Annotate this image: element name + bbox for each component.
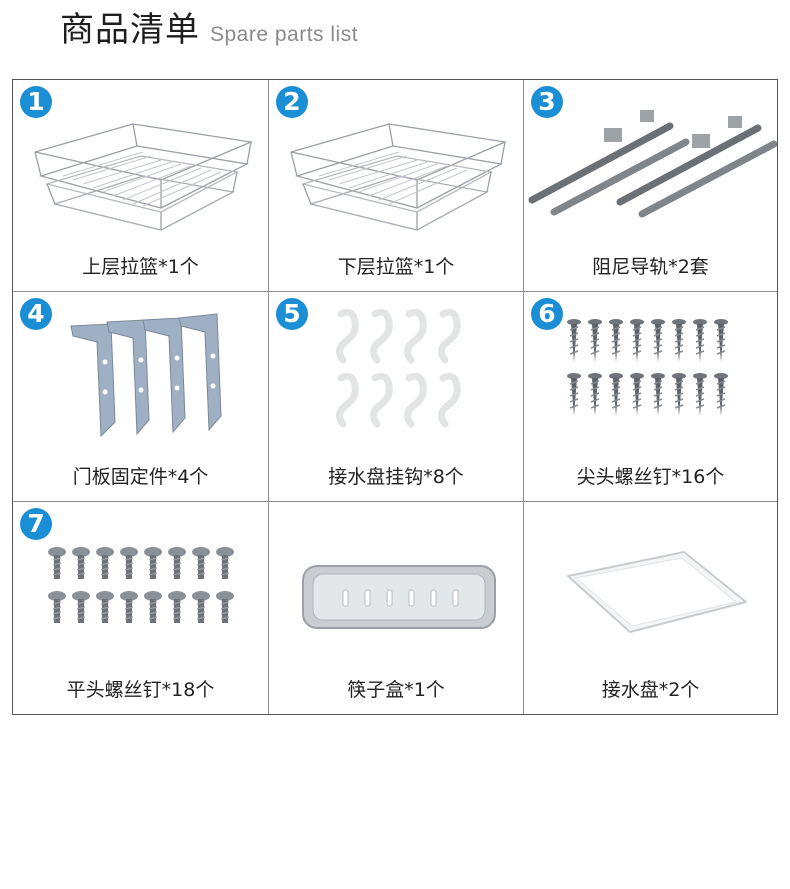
flat-screw (192, 547, 210, 579)
flat-screw (216, 591, 234, 623)
flat-screw-icon (48, 547, 234, 623)
flat-screw (72, 591, 90, 623)
pointed-screw (651, 373, 665, 416)
pointed-screw (693, 373, 707, 416)
item-label: 接水盘*2个 (601, 679, 700, 701)
flat-screw (48, 591, 66, 623)
flat-screw (96, 591, 114, 623)
pointed-screw (693, 319, 707, 362)
flat-screw (216, 547, 234, 579)
parts-grid: 1 上层拉篮*1个 2 下层拉篮*1个 (12, 79, 778, 715)
item-number-badge: 5 (276, 298, 308, 330)
pointed-screw (567, 373, 581, 416)
part-cell-upper-basket: 1 上层拉篮*1个 (13, 80, 269, 292)
hook-icon (336, 308, 461, 428)
part-cell-flat-screw: 7 平头螺丝钉*18个 (13, 502, 269, 714)
item-label: 筷子盒*1个 (347, 679, 445, 701)
pointed-screw (609, 319, 623, 362)
part-cell-drip-tray: 接水盘*2个 (524, 502, 777, 714)
page-header: 商品清单 Spare parts list (60, 2, 359, 50)
item-number-badge: 7 (20, 508, 52, 540)
drip-tray-icon (567, 551, 747, 633)
pointed-screw (630, 319, 644, 362)
pointed-screw (651, 319, 665, 362)
flat-screw (144, 547, 162, 579)
item-number-badge: 6 (531, 298, 563, 330)
part-cell-pointed-screw: 6 尖头螺丝钉*16个 (524, 292, 777, 502)
item-label: 阻尼导轨*2套 (592, 256, 709, 278)
pointed-screw-icon (567, 319, 728, 416)
lower-basket-icon (290, 123, 508, 231)
pointed-screw (672, 319, 686, 362)
part-cell-chopstick-box: 筷子盒*1个 (269, 502, 524, 714)
item-label: 尖头螺丝钉*16个 (576, 466, 725, 488)
pointed-screw (714, 373, 728, 416)
page-subtitle: Spare parts list (210, 23, 359, 46)
item-label: 接水盘挂钩*8个 (328, 466, 464, 488)
door-bracket-icon (70, 313, 222, 438)
flat-screw (192, 591, 210, 623)
flat-screw (144, 591, 162, 623)
item-number-badge: 2 (276, 86, 308, 118)
item-label: 下层拉篮*1个 (337, 256, 455, 278)
damping-rail-icon (528, 110, 777, 218)
flat-screw (120, 547, 138, 579)
pointed-screw (714, 319, 728, 362)
flat-screw (168, 547, 186, 579)
part-cell-hook: 5 接水盘挂钩*8个 (269, 292, 524, 502)
flat-screw (96, 547, 114, 579)
item-label: 门板固定件*4个 (72, 466, 209, 488)
pointed-screw (567, 319, 581, 362)
pointed-screw (672, 373, 686, 416)
item-number-badge: 3 (531, 86, 563, 118)
flat-screw (48, 547, 66, 579)
part-cell-door-bracket: 4 门板固定件*4个 (13, 292, 269, 502)
item-label: 平头螺丝钉*18个 (66, 679, 215, 701)
item-number-badge: 1 (20, 86, 52, 118)
page-title: 商品清单 (60, 10, 200, 50)
item-number-badge: 4 (20, 298, 52, 330)
pointed-screw (630, 373, 644, 416)
flat-screw (168, 591, 186, 623)
pointed-screw (588, 373, 602, 416)
pointed-screw (588, 319, 602, 362)
upper-basket-icon (34, 123, 254, 231)
flat-screw (72, 547, 90, 579)
chopstick-box-icon (302, 565, 496, 629)
item-label: 上层拉篮*1个 (82, 256, 199, 278)
pointed-screw (609, 373, 623, 416)
part-cell-damping-rail: 3 阻尼导轨*2套 (524, 80, 777, 292)
part-cell-lower-basket: 2 下层拉篮*1个 (269, 80, 524, 292)
flat-screw (120, 591, 138, 623)
